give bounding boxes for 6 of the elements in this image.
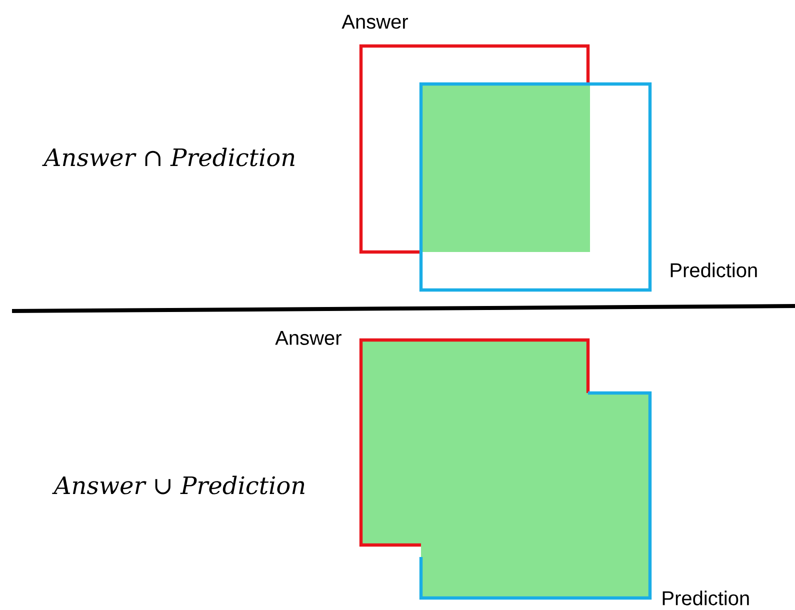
union-area xyxy=(361,340,650,598)
set-formula: Answer ∩ Prediction xyxy=(42,148,294,166)
node-label: Prediction xyxy=(670,262,757,278)
overlap-area xyxy=(421,84,590,252)
set-formula: Answer ∪ Prediction xyxy=(52,476,304,494)
prediction-box: Prediction xyxy=(419,391,749,606)
